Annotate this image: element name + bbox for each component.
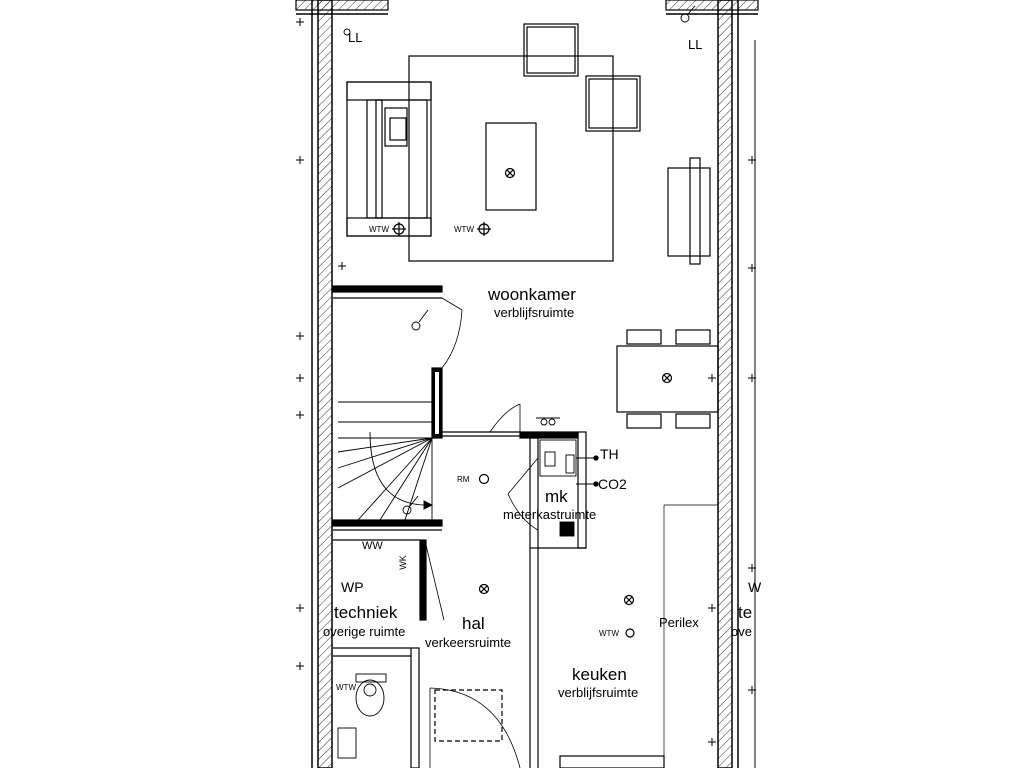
- room-type-neighbour: ove: [731, 624, 752, 639]
- door-swings: [425, 297, 539, 768]
- meterkast-detail: [539, 439, 599, 537]
- room-type-hal: verkeersruimte: [425, 635, 511, 650]
- room-type-meterkast: meterkastruimte: [503, 507, 597, 522]
- wtw-label-kitchen: WTW: [599, 629, 619, 638]
- room-name-neighbour: te: [738, 603, 753, 622]
- cabinet-right: [667, 157, 711, 265]
- co2-label: CO2: [598, 476, 627, 492]
- light-point: [504, 167, 516, 179]
- ll-label-left: LL: [348, 30, 363, 45]
- wtw-label-living: WTW: [454, 225, 474, 234]
- wtw-valves: [392, 222, 491, 236]
- toilet: [337, 673, 387, 759]
- wk-label: WK: [397, 555, 408, 570]
- switches: [343, 5, 696, 515]
- outer-walls: [295, 0, 759, 768]
- interior-walls: [332, 285, 718, 768]
- room-type-techniek: overige ruimte: [323, 624, 406, 639]
- wtw-label-sofa: WTW: [369, 225, 389, 234]
- dashed-area: [434, 689, 503, 742]
- room-type-keuken: verblijfsruimte: [558, 685, 639, 700]
- light-point: [661, 372, 673, 384]
- th-label: TH: [600, 446, 619, 462]
- living-furniture: [346, 23, 719, 429]
- room-type-woonkamer: verblijfsruimte: [494, 305, 575, 320]
- room-name-meterkast: mk: [545, 487, 568, 506]
- rm-label: RM: [457, 475, 470, 484]
- room-name-woonkamer: woonkamer: [488, 285, 576, 304]
- ww-label: WW: [362, 540, 383, 552]
- light-point: [478, 583, 490, 595]
- kitchen-counter: [559, 755, 665, 768]
- dining-table: [616, 329, 719, 429]
- room-name-hal: hal: [462, 614, 485, 633]
- sockets: [296, 18, 756, 746]
- ll-label-right: LL: [688, 37, 703, 52]
- equipment-wp: WP: [341, 579, 364, 595]
- room-name-techniek: techniek: [334, 603, 398, 622]
- sofa: [346, 81, 432, 237]
- wtw-label-toilet: WTW: [336, 683, 356, 692]
- perilex-label: Perilex: [659, 615, 699, 630]
- equipment-w-neighbour: W: [748, 579, 762, 595]
- light-point: [623, 594, 635, 606]
- staircase: [337, 401, 434, 521]
- ceiling-lights: [478, 167, 673, 638]
- room-name-keuken: keuken: [572, 665, 627, 684]
